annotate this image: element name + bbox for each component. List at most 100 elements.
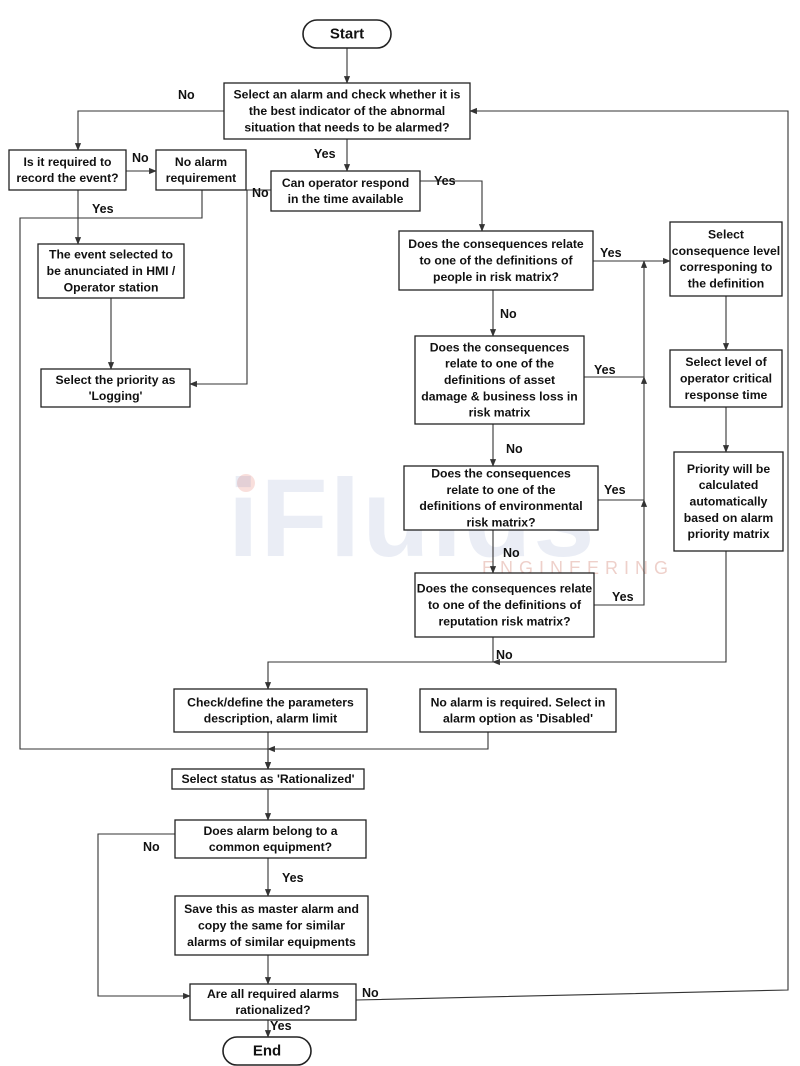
edge-label-respond-yes: Yes: [434, 174, 456, 188]
node-select-response: Select level of operator critical response…: [669, 349, 783, 408]
process-box: [174, 819, 367, 859]
flow-arrow: [355, 107, 789, 1001]
node-all-rationalized: Are all required alarms rationalized?: [189, 983, 357, 1021]
node-text-line: rationalized?: [235, 1003, 310, 1017]
edge-label-people-no: No: [500, 307, 517, 321]
node-text-line: operator critical: [680, 372, 772, 386]
node-text-line: Does the consequences: [431, 467, 571, 481]
node-text-line: the definition: [688, 276, 765, 290]
node-text-line: Save this as master alarm and: [184, 902, 359, 916]
process-box: [403, 465, 599, 531]
flow-arrow: [97, 833, 191, 1000]
node-text-line: calculated: [699, 478, 759, 492]
node-text-line: relate to one of the: [445, 357, 554, 371]
process-box: [669, 221, 783, 297]
node-text-line: requirement: [166, 171, 236, 185]
node-common-equipment: Does alarm belong to a common equipment?: [174, 819, 367, 859]
node-text-line: situation that needs to be alarmed?: [244, 120, 449, 134]
node-save-master: Save this as master alarm and copy the sa…: [174, 895, 369, 956]
node-text-line: risk matrix?: [466, 515, 535, 529]
node-text-line: Are all required alarms: [207, 987, 339, 1001]
edge-label-common-yes: Yes: [282, 871, 304, 885]
flow-arrow: [74, 110, 224, 151]
process-box: [673, 451, 784, 552]
node-text-line: Does the consequences relate: [408, 237, 584, 251]
process-box: [669, 349, 783, 408]
node-text-line: Check/define the parameters: [187, 695, 354, 709]
node-text-line: Does the consequences relate: [417, 582, 593, 596]
node-text-line: Can operator respond: [282, 176, 409, 190]
node-text-line: definitions of asset: [444, 373, 555, 387]
process-box: [414, 572, 595, 638]
node-text-line: copy the same for similar: [198, 919, 345, 933]
node-text-line: consequence level: [672, 244, 780, 258]
node-text-line: automatically: [690, 495, 768, 509]
flow-arrow: [264, 637, 494, 690]
terminal-shape: [302, 19, 392, 49]
edge-label-all-no: No: [362, 986, 379, 1000]
node-start: Start: [302, 19, 392, 49]
process-box: [223, 82, 471, 140]
edge-label-asset-no: No: [506, 442, 523, 456]
flow-arrow: [267, 732, 489, 753]
edge-label-select-no: No: [178, 88, 195, 102]
node-text-line: Select an alarm and check whether it is: [234, 88, 461, 102]
edge-label-env-no: No: [503, 546, 520, 560]
node-text-line: Does the consequences: [430, 340, 570, 354]
node-text-line: in the time available: [288, 192, 404, 206]
flow-arrow: [420, 180, 486, 232]
process-box: [189, 983, 357, 1021]
process-box: [174, 895, 369, 956]
node-text-line: Does alarm belong to a: [203, 824, 337, 838]
process-box: [40, 368, 191, 408]
edge-label-asset-yes: Yes: [594, 363, 616, 377]
flow-arrow: [189, 189, 271, 388]
process-box: [173, 688, 368, 733]
node-text-line: Start: [330, 26, 364, 43]
process-box: [398, 230, 594, 291]
node-text-line: Select: [708, 228, 744, 242]
process-box: [37, 243, 185, 299]
node-text-line: Select level of: [685, 355, 767, 369]
process-box: [155, 149, 247, 191]
node-text-line: common equipment?: [209, 840, 332, 854]
node-text-line: End: [253, 1043, 281, 1060]
node-text-line: to one of the definitions of: [420, 254, 574, 268]
node-operator-respond: Can operator respond in the time availabl…: [270, 170, 421, 212]
node-text-line: damage & business loss in: [421, 389, 577, 403]
node-text-line: relate to one of the: [446, 483, 555, 497]
node-text-line: response time: [685, 388, 768, 402]
process-box: [414, 335, 585, 425]
node-end: End: [222, 1036, 312, 1066]
node-text-line: Select status as 'Rationalized': [181, 772, 354, 786]
process-box: [8, 149, 127, 191]
node-text-line: priority matrix: [688, 527, 770, 541]
flow-arrow: [492, 551, 727, 666]
node-text-line: description, alarm limit: [204, 712, 337, 726]
node-priority-logging: Select the priority as 'Logging': [40, 368, 191, 408]
node-text-line: based on alarm: [684, 511, 774, 525]
process-box: [419, 688, 617, 733]
node-text-line: the best indicator of the abnormal: [249, 104, 445, 118]
flow-arrow: [598, 376, 648, 501]
node-status-rationalized: Select status as 'Rationalized': [171, 768, 365, 790]
edge-label-select-yes: Yes: [314, 147, 336, 161]
node-text-line: people in risk matrix?: [433, 270, 559, 284]
edge-label-common-no: No: [143, 840, 160, 854]
edge-label-reputation-yes: Yes: [612, 590, 634, 604]
node-text-line: be anunciated in HMI /: [47, 264, 176, 278]
edge-label-people-yes: Yes: [600, 246, 622, 260]
node-text-line: Priority will be: [687, 462, 771, 476]
watermark-dot: [237, 474, 255, 492]
node-check-params: Check/define the parameters description, …: [173, 688, 368, 733]
node-text-line: 'Logging': [89, 389, 143, 403]
node-q-env: Does the consequences relate to one of th…: [403, 465, 599, 531]
node-text-line: Select the priority as: [56, 373, 176, 387]
process-box: [171, 768, 365, 790]
